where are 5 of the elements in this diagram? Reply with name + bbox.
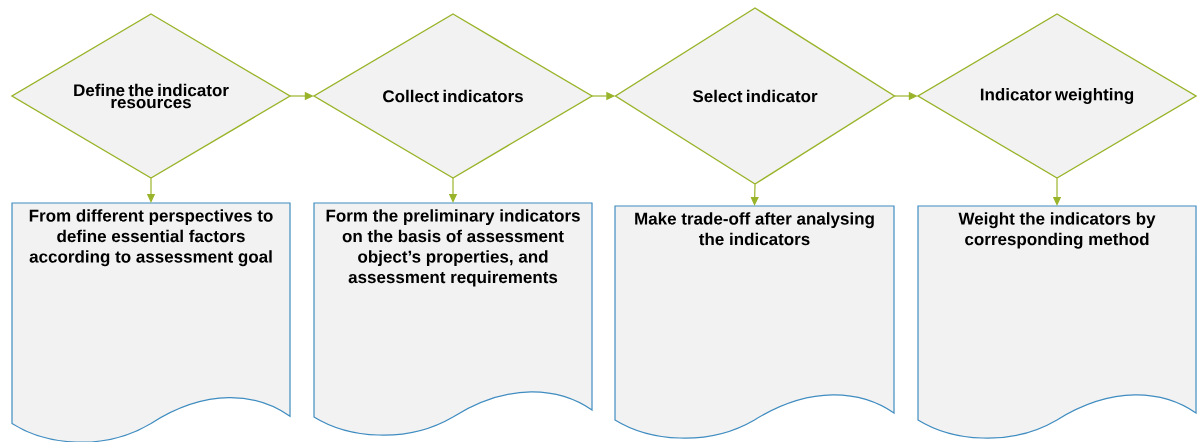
document-box: Weight the indicators by corresponding method [917, 205, 1197, 439]
document-box: Make trade-off after analysing the indicators [614, 205, 895, 439]
arrow [750, 183, 759, 206]
document-box: From different perspectives to define essential factors according to assessment goal [11, 202, 291, 442]
document-box: Form the preliminary indicators on the basis of assessment object’s properties, and assessment requirements [313, 202, 593, 436]
